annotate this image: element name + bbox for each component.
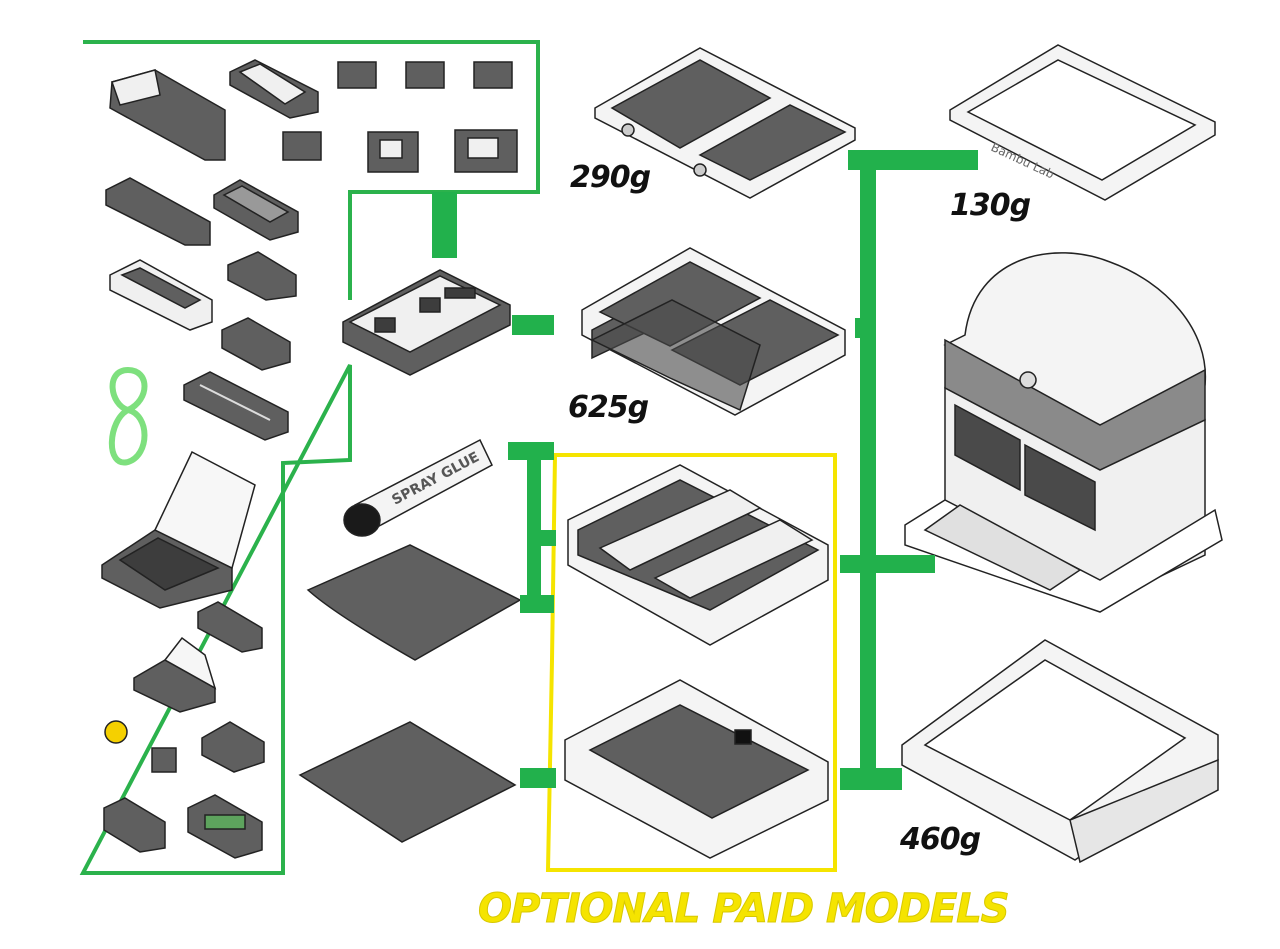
bracket-glue-plate (527, 442, 541, 612)
connector-tray-drawer (512, 315, 554, 335)
connector-plate-shell (520, 768, 556, 788)
base-plate (594, 47, 856, 199)
printer-assembly (904, 252, 1223, 613)
optional-shell-lower (564, 679, 829, 859)
optional-shell-upper (567, 464, 829, 646)
connector-panel-top (432, 192, 457, 258)
main-vertical-bar (860, 168, 876, 780)
drawer-tray (581, 247, 846, 416)
accessories-outline (79, 40, 540, 875)
optional-models-outline (545, 453, 837, 872)
organizer-tray (342, 269, 511, 376)
bed-frame (901, 639, 1219, 864)
spray-glue-can: SPRAY GLUE (343, 438, 493, 537)
connectors (432, 150, 978, 790)
optional-paid-models-caption: OPTIONAL PAID MODELS (478, 886, 1011, 933)
accessory-parts (101, 59, 518, 859)
smooth-plate (298, 721, 517, 843)
green-loop-icon (108, 366, 148, 466)
weight-base-plate: 290g (570, 160, 651, 195)
textured-plate (306, 544, 522, 661)
weight-bed-frame: 460g (900, 822, 981, 857)
weight-drawer-tray: 625g (568, 390, 649, 425)
lid-frame: Bambu Lab (949, 44, 1216, 201)
spray-glue-label: SPRAY GLUE (389, 449, 482, 508)
weight-lid-frame: 130g (950, 188, 1031, 223)
